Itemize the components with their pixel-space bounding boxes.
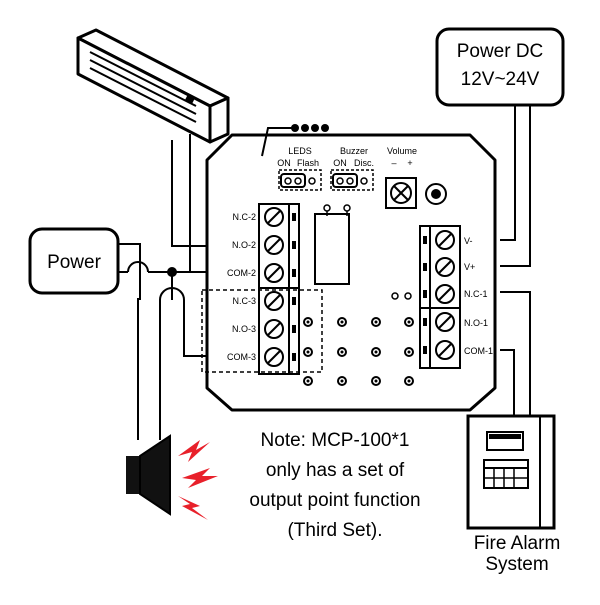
terminal-label: N.C-1: [464, 289, 488, 299]
terminal-pin: [292, 353, 296, 361]
component-grid: [303, 317, 414, 386]
note-line-2: only has a set of: [266, 460, 405, 481]
terminal-screw-icon: [435, 340, 455, 360]
buzzer-on-label: ON: [333, 158, 347, 168]
left-terminal-labels: N.C-2 N.O-2 COM-2 N.C-3 N.O-3 COM-3: [227, 212, 256, 362]
junction-dot: [167, 267, 177, 277]
terminal-label: COM-3: [227, 352, 256, 362]
terminal-label: COM-1: [464, 346, 493, 356]
terminal-screw-icon: [435, 284, 455, 304]
terminal-pin: [423, 236, 427, 244]
terminal-pin: [292, 325, 296, 333]
terminal-label: N.C-2: [232, 212, 256, 222]
board-pad-center: [374, 320, 378, 324]
buzzer-component: [425, 183, 447, 205]
leds-title: LEDS: [288, 146, 312, 156]
fire-alarm-label: Fire Alarm: [474, 533, 561, 554]
buzzer-jumper: Buzzer ON Disc.: [330, 146, 374, 191]
volume-minus: –: [391, 158, 396, 168]
terminal-screw-icon: [264, 319, 284, 339]
terminal-pin: [423, 318, 427, 326]
terminal-pin: [292, 241, 296, 249]
left-terminal-block: [258, 203, 300, 375]
buzzer-disc-label: Disc.: [354, 158, 374, 168]
third-set-highlight: [201, 289, 323, 373]
note-line-4: (Third Set).: [287, 520, 382, 541]
terminal-screw-icon: [435, 230, 455, 250]
right-terminal-block: [419, 225, 461, 369]
board-pad-center: [374, 379, 378, 383]
note-text: Note: MCP-100*1 only has a set of output…: [249, 430, 420, 541]
terminal-label: N.O-1: [464, 318, 488, 328]
terminal-label: N.C-3: [232, 296, 256, 306]
terminal-label: V+: [464, 262, 475, 272]
terminal-screw-icon: [264, 207, 284, 227]
fire-alarm-panel-icon: [466, 414, 556, 530]
volume-control: Volume – +: [385, 146, 417, 209]
terminal-pin: [423, 263, 427, 271]
terminal-screw-icon: [435, 257, 455, 277]
board-pad-center: [340, 350, 344, 354]
speaker-icon: [126, 434, 171, 516]
terminal-pin: [292, 213, 296, 221]
terminal-screw-icon: [264, 347, 284, 367]
terminal-screw-icon: [264, 263, 284, 283]
board-pad-center: [407, 350, 411, 354]
board-pad-center: [407, 320, 411, 324]
terminal-screw-icon: [264, 235, 284, 255]
terminal-label: N.O-3: [232, 324, 256, 334]
board-pad-center: [306, 320, 310, 324]
board-pad-center: [306, 350, 310, 354]
board-pad-center: [374, 350, 378, 354]
relay-component: [314, 204, 351, 285]
terminal-screw-icon: [264, 291, 284, 311]
power-wires: [118, 243, 213, 440]
power-dc-label: Power DC: [457, 41, 544, 62]
terminal-pin: [423, 290, 427, 298]
fire-alarm-label-2: System: [485, 554, 548, 575]
power-dc-box: Power DC 12V~24V: [435, 27, 565, 107]
terminal-pin: [423, 346, 427, 354]
leds-jumper: LEDS ON Flash: [277, 146, 322, 191]
right-terminal-labels: V- V+ N.C-1 N.O-1 COM-1: [464, 236, 493, 356]
sound-lightning-icon: [178, 440, 218, 520]
power-box: Power: [28, 227, 120, 295]
board-pad-center: [340, 379, 344, 383]
leds-flash-label: Flash: [297, 158, 319, 168]
board-pad-center: [407, 379, 411, 383]
buzzer-title: Buzzer: [340, 146, 368, 156]
fire-alarm-wires: [500, 291, 531, 418]
volume-title: Volume: [387, 146, 417, 156]
power-dc-range: 12V~24V: [461, 69, 540, 90]
terminal-label: COM-2: [227, 268, 256, 278]
note-line-3: output point function: [249, 490, 420, 511]
terminal-label: V-: [464, 236, 473, 246]
volume-plus: +: [407, 158, 412, 168]
terminal-pin: [292, 269, 296, 277]
terminal-label: N.O-2: [232, 240, 256, 250]
board-pad-center: [340, 320, 344, 324]
terminal-pin: [292, 297, 296, 305]
power-dc-wires: [500, 105, 531, 267]
note-line-1: Note: MCP-100*1: [261, 430, 410, 451]
header-connector: [261, 124, 329, 157]
pads: [391, 292, 412, 300]
magnetic-lock-icon: [76, 28, 230, 144]
power-label: Power: [47, 252, 102, 273]
board-pad-center: [306, 379, 310, 383]
leds-on-label: ON: [277, 158, 291, 168]
terminal-screw-icon: [435, 312, 455, 332]
